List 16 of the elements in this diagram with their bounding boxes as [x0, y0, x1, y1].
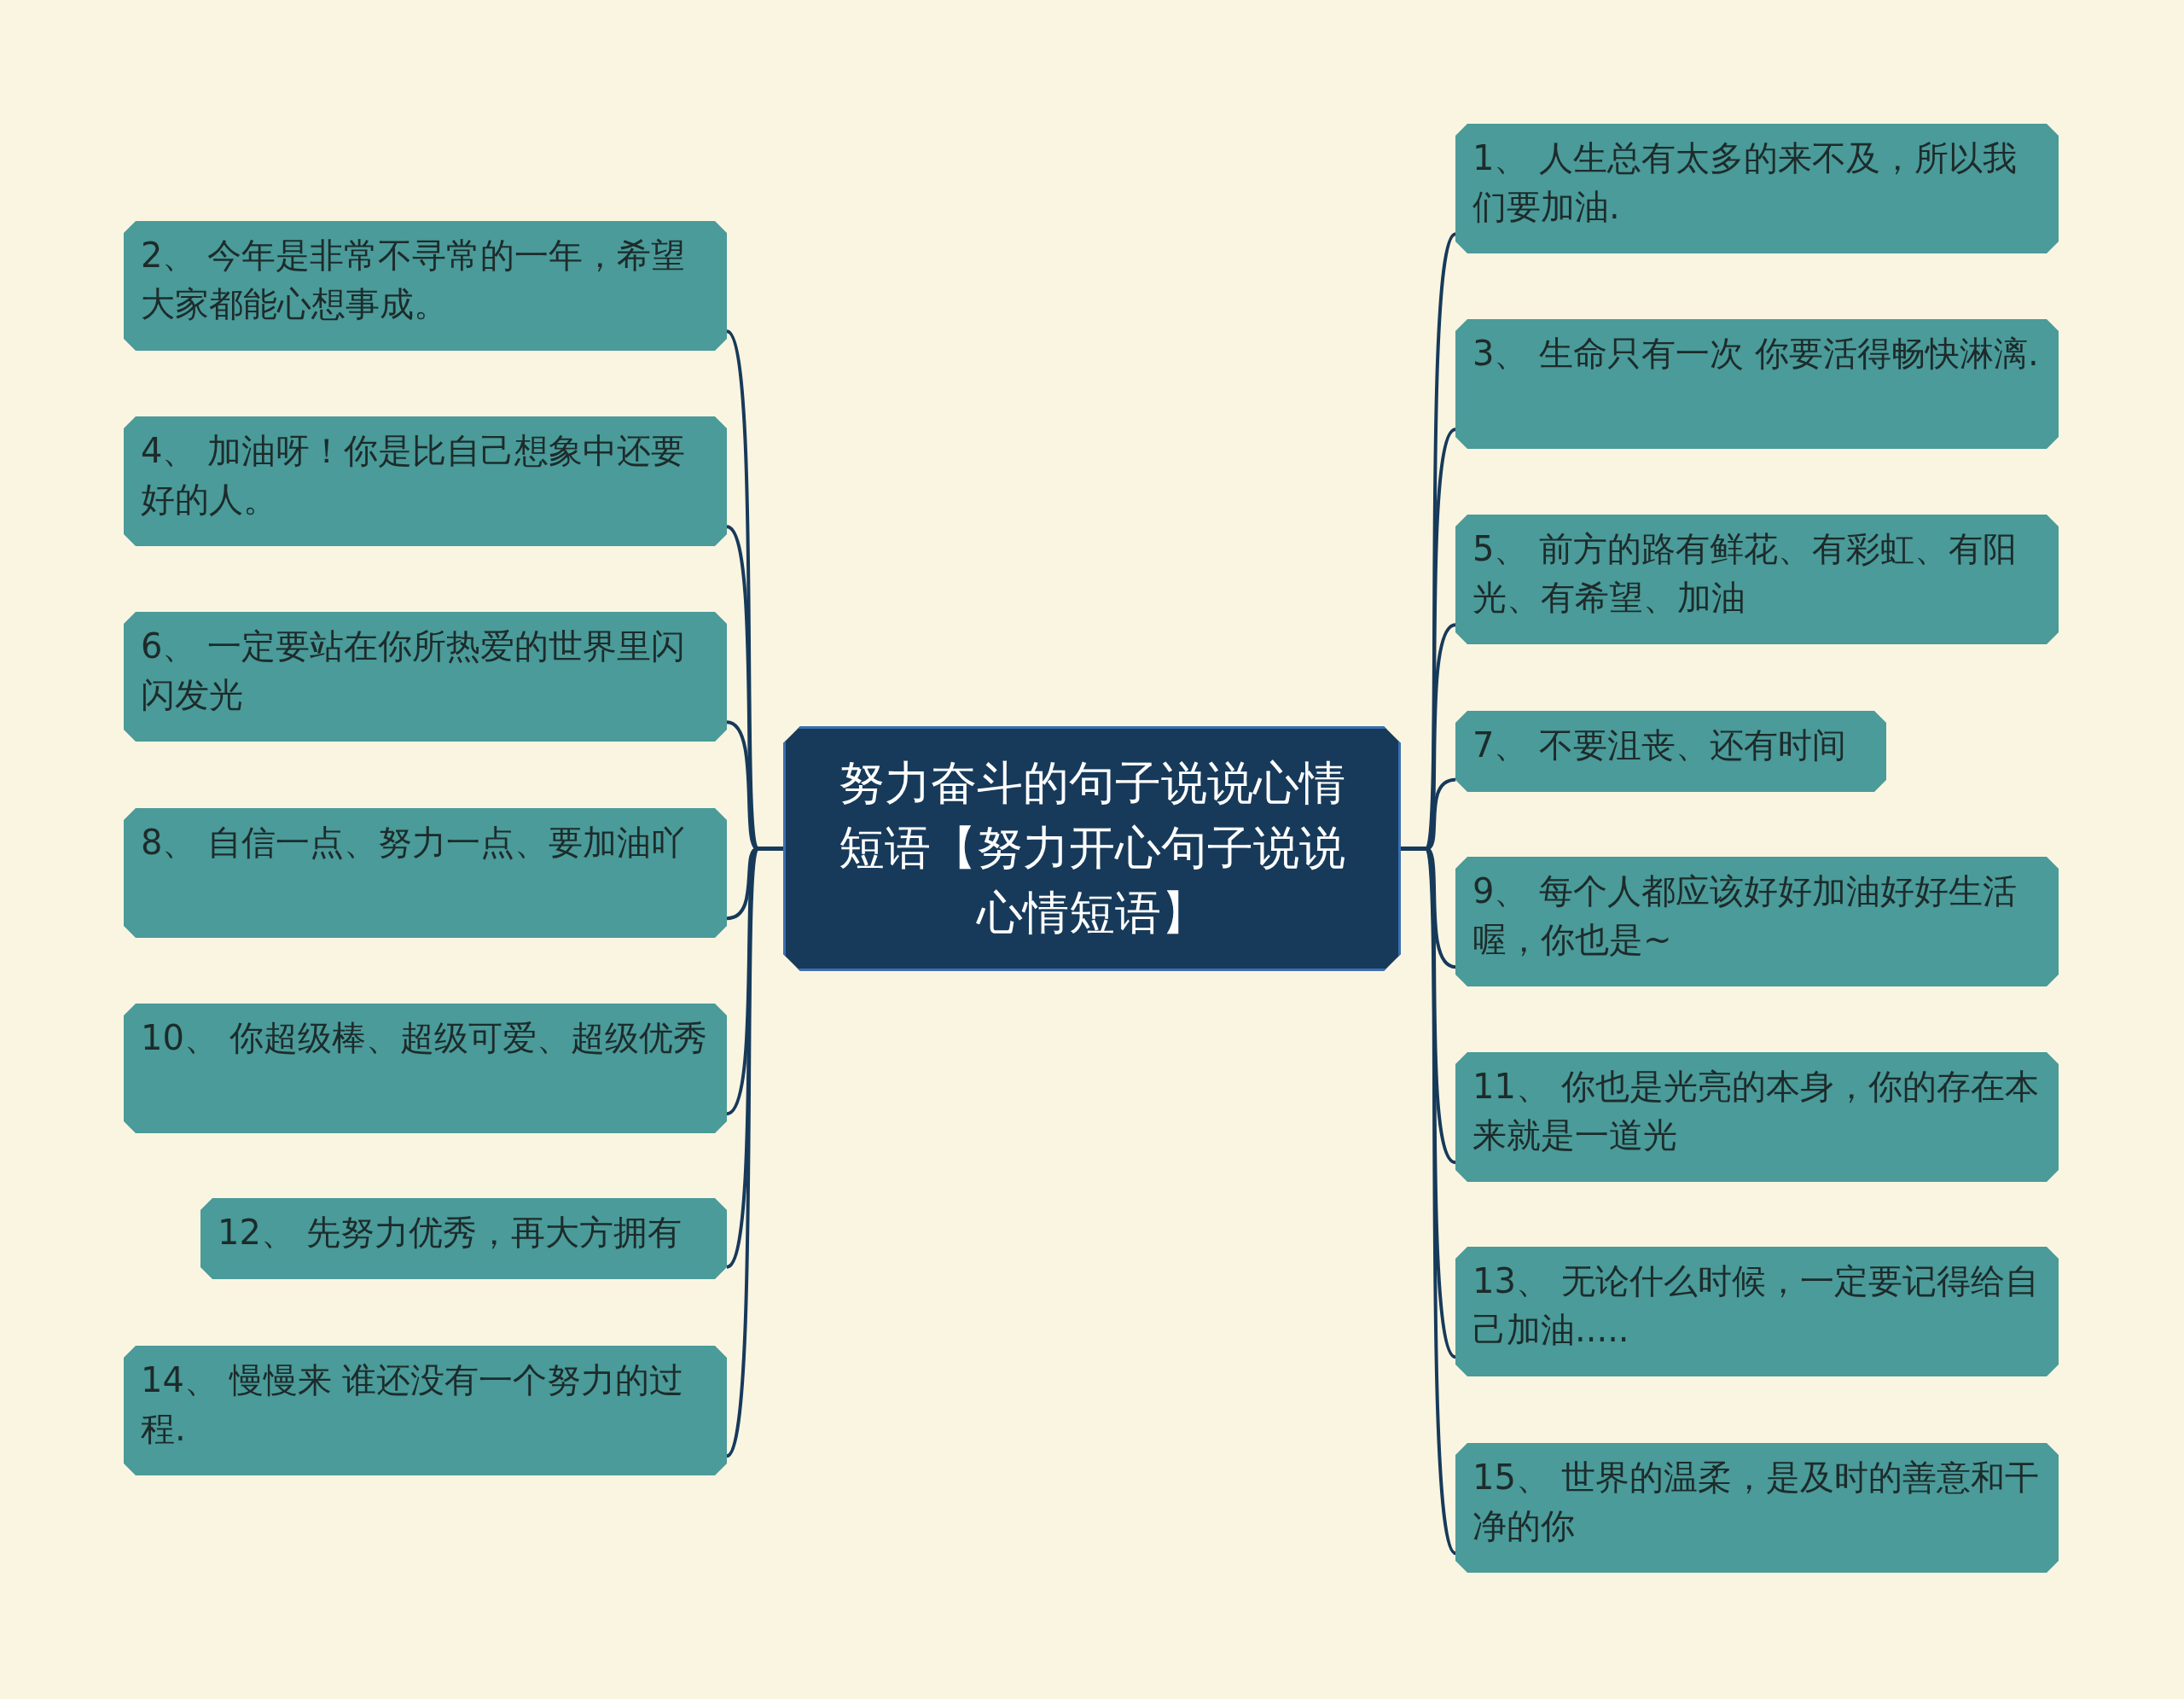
text-box: 12、 先努力优秀，再大方拥有 — [200, 1198, 727, 1279]
text-box: 11、 你也是光亮的本身，你的存在本来就是一道光 — [1455, 1052, 2059, 1182]
text-box: 4、 加油呀！你是比自己想象中还要好的人。 — [124, 416, 727, 546]
text-box: 7、 不要沮丧、还有时间 — [1455, 711, 1886, 792]
topic-box: 努力奋斗的句子说说心情短语【努力开心句子说说心情短语】 — [783, 726, 1401, 971]
text-box: 8、 自信一点、努力一点、要加油吖 — [124, 808, 727, 938]
text-box: 6、 一定要站在你所热爱的世界里闪闪发光 — [124, 612, 727, 742]
text-box: 13、 无论什么时候，一定要记得给自己加油..... — [1455, 1247, 2059, 1376]
text-box: 9、 每个人都应该好好加油好好生活喔，你也是~ — [1455, 857, 2059, 986]
text-box: 10、 你超级棒、超级可爱、超级优秀 — [124, 1004, 727, 1133]
text-box: 5、 前方的路有鲜花、有彩虹、有阳光、有希望、加油 — [1455, 515, 2059, 644]
text-box: 2、 今年是非常不寻常的一年，希望大家都能心想事成。 — [124, 221, 727, 351]
text-box: 3、 生命只有一次 你要活得畅快淋漓. — [1455, 319, 2059, 449]
text-box: 14、 慢慢来 谁还没有一个努力的过程. — [124, 1346, 727, 1475]
text-box: 15、 世界的温柔，是及时的善意和干净的你 — [1455, 1443, 2059, 1573]
text-box: 1、 人生总有太多的来不及，所以我们要加油. — [1455, 124, 2059, 253]
